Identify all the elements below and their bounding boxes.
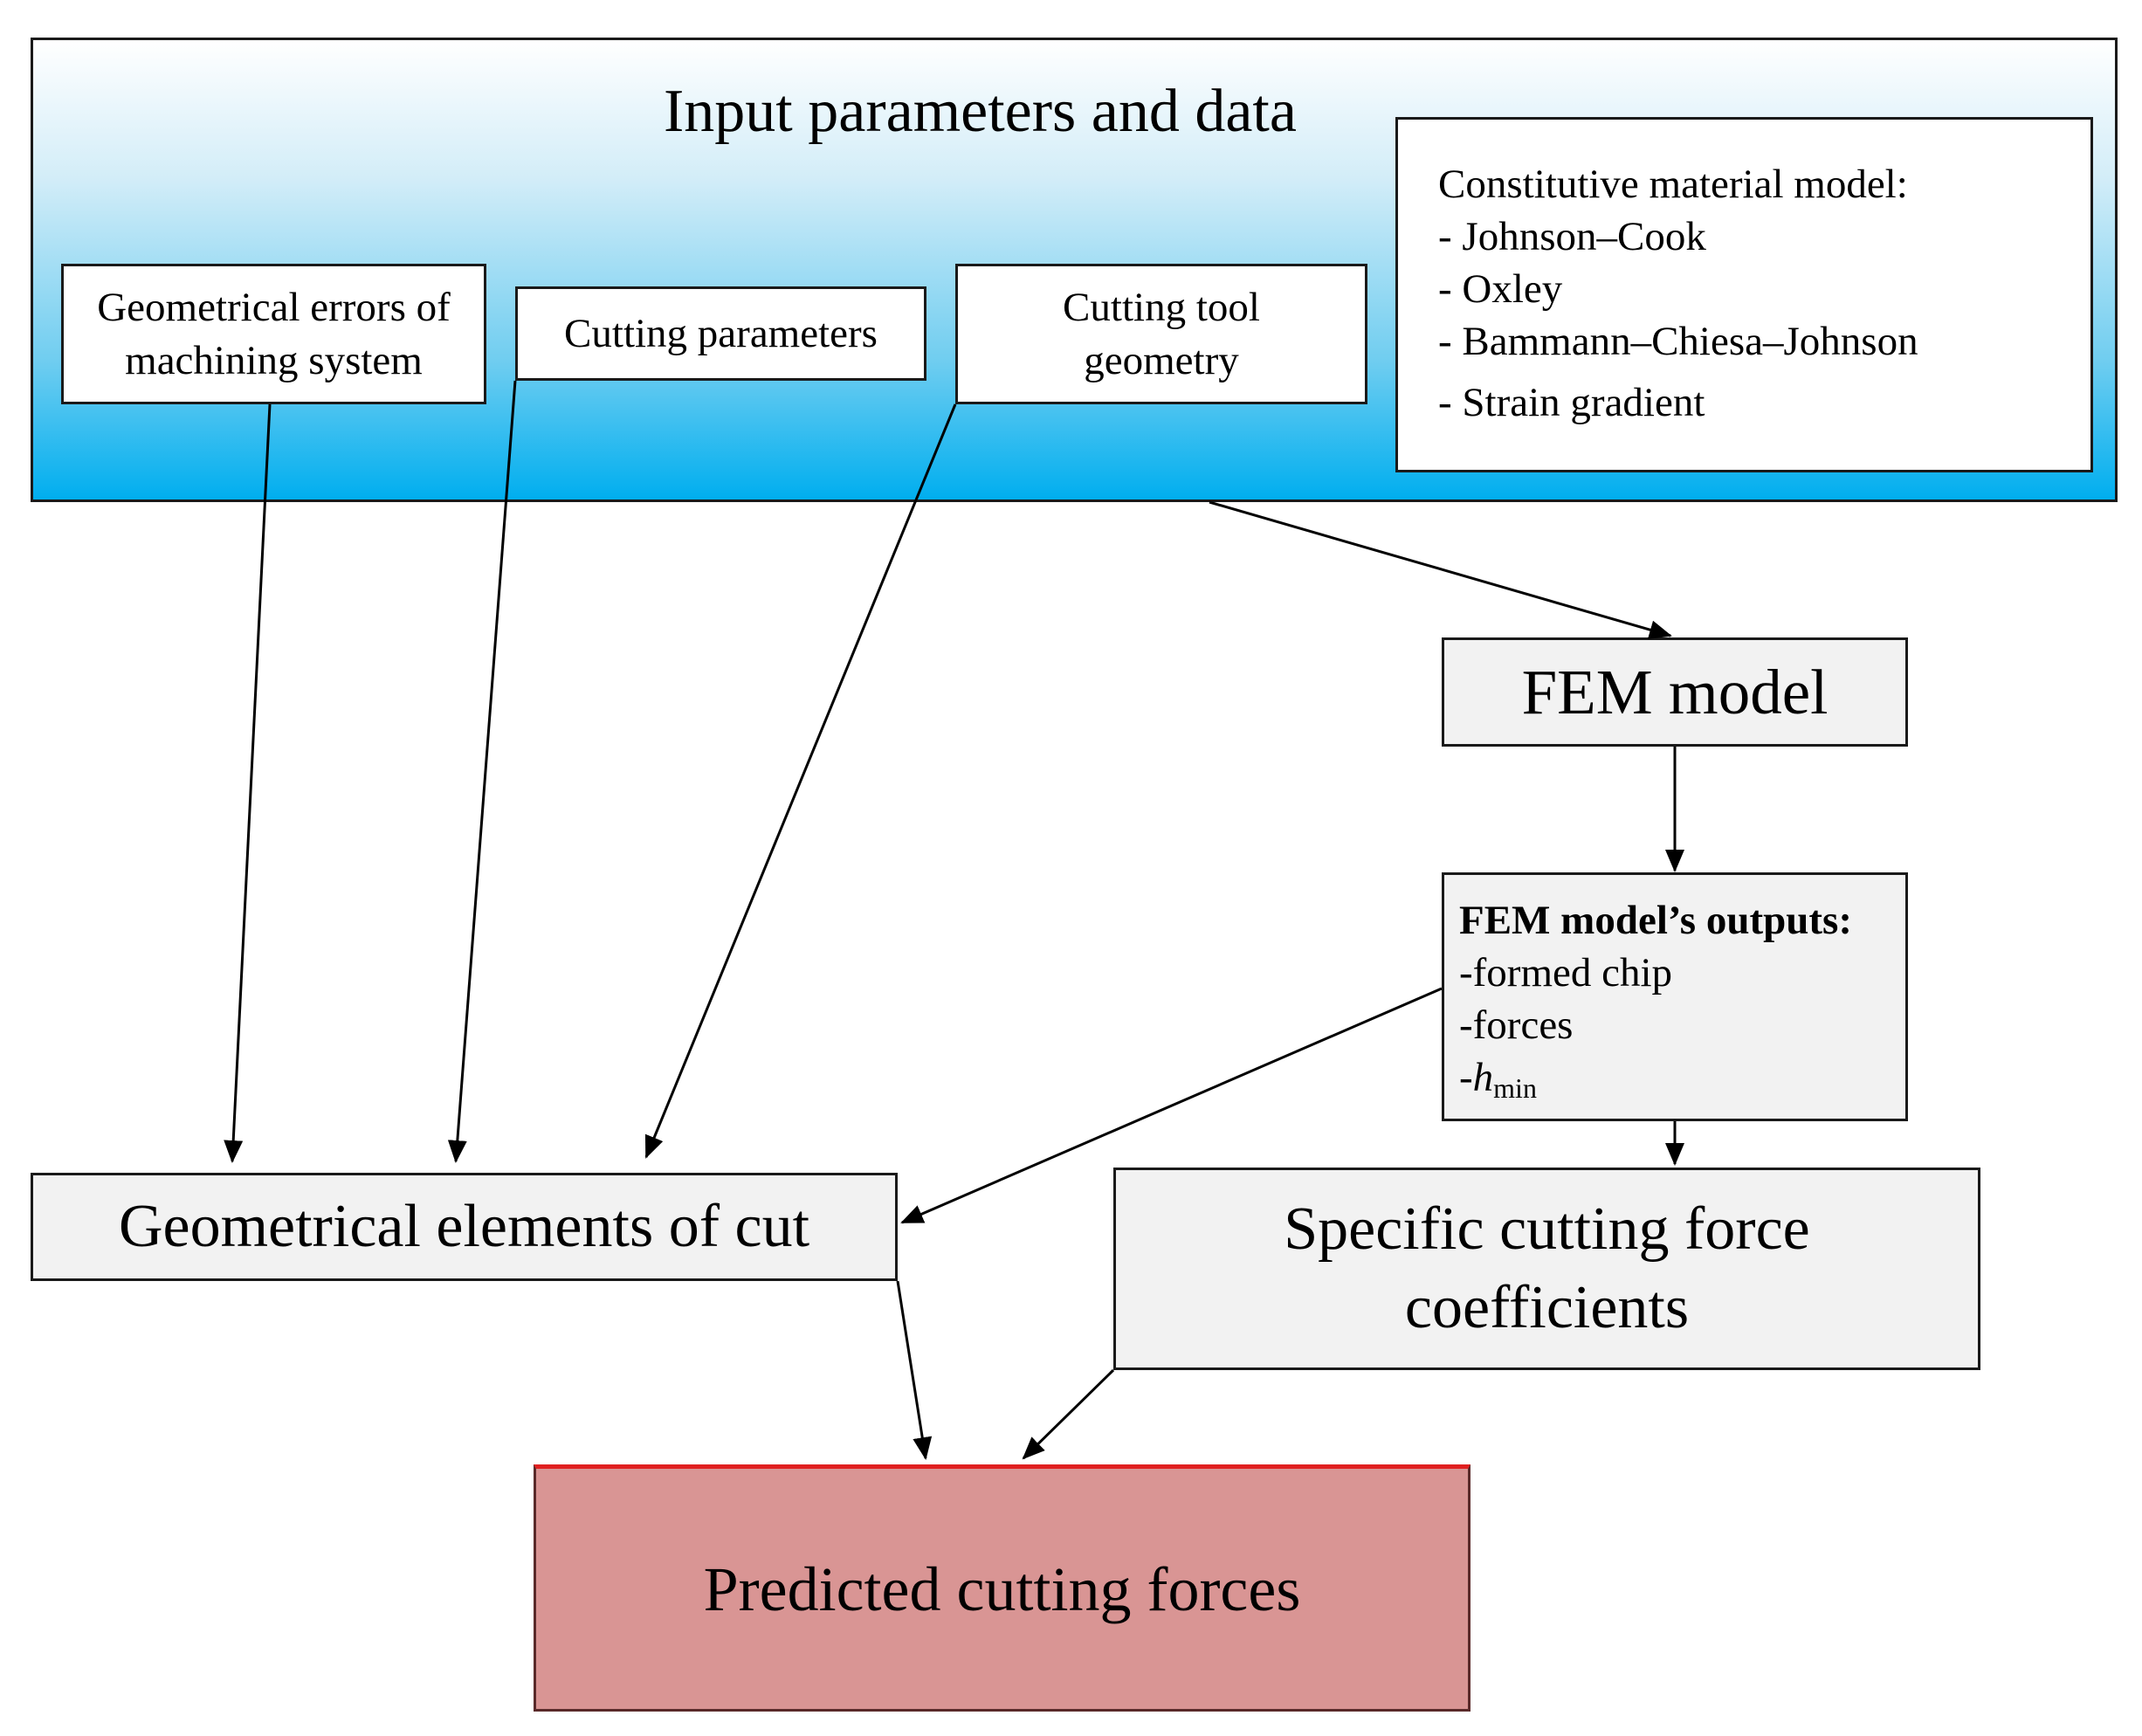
geometrical-elements-label: Geometrical elements of cut [118,1193,810,1260]
geometrical-errors-line-1: Geometrical errors of [97,284,451,330]
predicted-forces-box: Predicted cutting forces [534,1464,1470,1712]
material-model-item: - Johnson–Cook [1438,214,1706,259]
arrow-elements-to-predicted [896,1280,933,1460]
arrow-coefficients-to-predicted [1022,1368,1115,1460]
fem-outputs-item-hmin: -hmin [1459,1051,1905,1114]
arrow-panel-to-fem [1209,500,1672,639]
fem-outputs-heading: FEM model’s outputs: [1459,898,1852,943]
arrow-geometry-to-elements [644,403,957,1159]
material-model-item: - Bammann–Chiesa–Johnson [1438,319,1918,364]
input-panel-title: Input parameters and data [664,78,1297,145]
fem-model-label: FEM model [1521,656,1829,727]
cutting-tool-geometry-line-2: geometry [1084,337,1239,383]
fem-outputs-item: -formed chip [1459,950,1673,995]
cutting-tool-geometry-line-1: Cutting tool [1063,284,1260,330]
cutting-tool-geometry-box: Cutting tool geometry [955,264,1367,404]
geometrical-errors-line-2: machining system [125,337,423,383]
geometrical-errors-box: Geometrical errors of machining system [61,264,486,404]
fem-outputs-box: FEM model’s outputs: -formed chip -force… [1442,872,1908,1121]
predicted-forces-label: Predicted cutting forces [703,1553,1301,1624]
hmin-symbol: h [1472,1055,1494,1100]
specific-coefficients-line-2: coefficients [1404,1274,1690,1341]
cutting-parameters-label: Cutting parameters [564,310,878,356]
material-model-heading: Constitutive material model: [1438,162,1908,207]
arrow-errors-to-elements [224,403,272,1163]
geometrical-elements-box: Geometrical elements of cut [31,1173,898,1281]
specific-coefficients-line-1: Specific cutting force [1284,1195,1810,1263]
constitutive-material-model-box: Constitutive material model: - Johnson–C… [1395,117,2093,472]
material-model-item: - Oxley [1438,266,1563,312]
hmin-subscript: min [1493,1072,1537,1104]
specific-coefficients-box: Specific cutting force coefficients [1113,1168,1980,1370]
hmin-prefix: - [1459,1055,1473,1100]
fem-model-box: FEM model [1442,637,1908,747]
cutting-parameters-box: Cutting parameters [515,286,926,381]
fem-outputs-item: -forces [1459,1002,1574,1048]
material-model-item: - Strain gradient [1438,380,1705,425]
